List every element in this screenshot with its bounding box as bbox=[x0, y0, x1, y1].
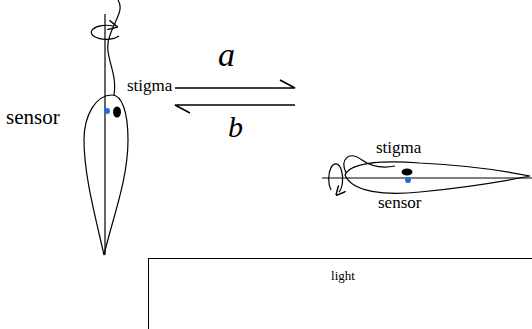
cell-body bbox=[345, 162, 530, 194]
sensor-label: sensor bbox=[6, 106, 60, 129]
flagellum bbox=[344, 156, 395, 173]
cell-body bbox=[84, 95, 128, 255]
sensor-dot bbox=[104, 108, 110, 114]
sensor-dot bbox=[405, 177, 411, 183]
rate-constant: a bbox=[218, 36, 235, 73]
sensor-label: sensor bbox=[378, 194, 421, 213]
rotation-arrow bbox=[91, 25, 119, 39]
region-label: light bbox=[149, 259, 532, 283]
light-region: light bbox=[148, 258, 532, 329]
forward-harpoon bbox=[175, 80, 295, 88]
stigma-dot bbox=[113, 107, 121, 118]
stigma-label: stigma bbox=[376, 139, 421, 158]
rate-constant: b bbox=[228, 110, 243, 143]
rotation-arrow bbox=[329, 164, 343, 192]
stigma-label: stigma bbox=[127, 77, 172, 96]
stigma-dot bbox=[402, 169, 413, 176]
rotation-axis bbox=[322, 177, 532, 178]
flagellum bbox=[108, 0, 120, 95]
rotation-axis bbox=[104, 14, 105, 255]
